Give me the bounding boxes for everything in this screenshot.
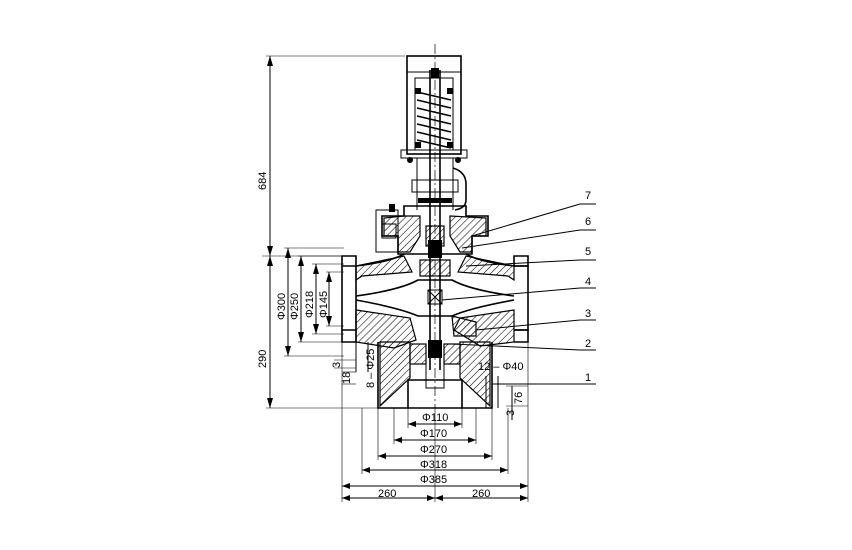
spring (415, 88, 453, 149)
dim-flange-height: 290 (257, 350, 269, 368)
callout-6: 6 (585, 216, 591, 228)
dim-overall-height: 684 (257, 172, 269, 190)
dim-gap-3-left: 3 (331, 362, 343, 368)
dim-gap-3-right: 3 (505, 410, 517, 416)
dim-d300: Φ300 (276, 293, 288, 320)
dim-d170: Φ170 (420, 428, 447, 440)
callout-2: 2 (585, 338, 591, 350)
dim-gap-18-left: 18 (341, 372, 353, 384)
dim-d250: Φ250 (289, 293, 301, 320)
callout-4: 4 (585, 276, 591, 288)
actuator (400, 55, 468, 163)
dim-gap-76: 76 (513, 392, 525, 404)
dim-half-left: 260 (378, 488, 396, 500)
dim-d270: Φ270 (420, 444, 447, 456)
dim-d218: Φ218 (304, 291, 316, 318)
dim-bolt-right: 12 – Φ40 (478, 361, 523, 373)
dim-d385: Φ385 (420, 474, 447, 486)
bottom-dimensions: Φ110 Φ170 Φ270 Φ318 Φ385 260 260 (341, 342, 529, 502)
right-dimensions: 12 – Φ40 76 3 (478, 361, 528, 420)
dim-d145: Φ145 (318, 291, 330, 318)
callout-1: 1 (585, 372, 591, 384)
dim-d318: Φ318 (420, 459, 447, 471)
left-dimensions: 684 290 Φ300 Φ250 Φ218 Φ145 8 – Φ25 3 (257, 55, 405, 409)
valve-body (341, 240, 529, 409)
part-callouts: 7 6 5 4 3 2 1 (441, 190, 596, 385)
dim-half-right: 260 (472, 488, 490, 500)
callout-5: 5 (585, 246, 591, 258)
callout-3: 3 (585, 308, 591, 320)
callout-7: 7 (585, 190, 591, 202)
dim-bolt-left: 8 – Φ25 (365, 349, 377, 388)
